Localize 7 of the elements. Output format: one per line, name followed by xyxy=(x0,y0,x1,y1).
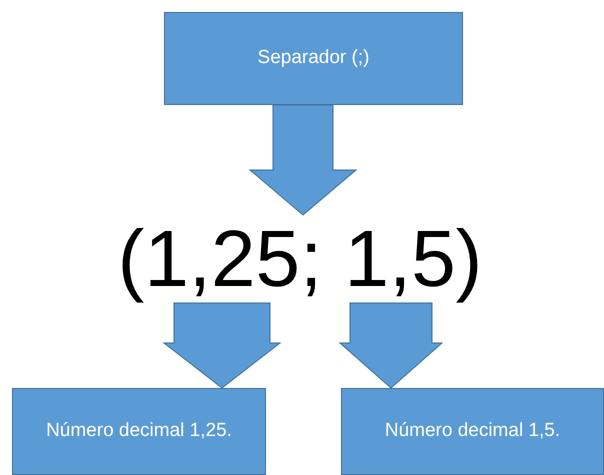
block-arrow xyxy=(162,302,282,389)
process-box: Número decimal 1,5. xyxy=(341,388,604,475)
process-box: Separador (;) xyxy=(164,12,463,105)
large-text: (1,25; 1,5) xyxy=(100,215,500,303)
block-arrow xyxy=(338,302,444,389)
process-box: Número decimal 1,25. xyxy=(12,388,266,475)
block-arrow xyxy=(248,104,358,216)
